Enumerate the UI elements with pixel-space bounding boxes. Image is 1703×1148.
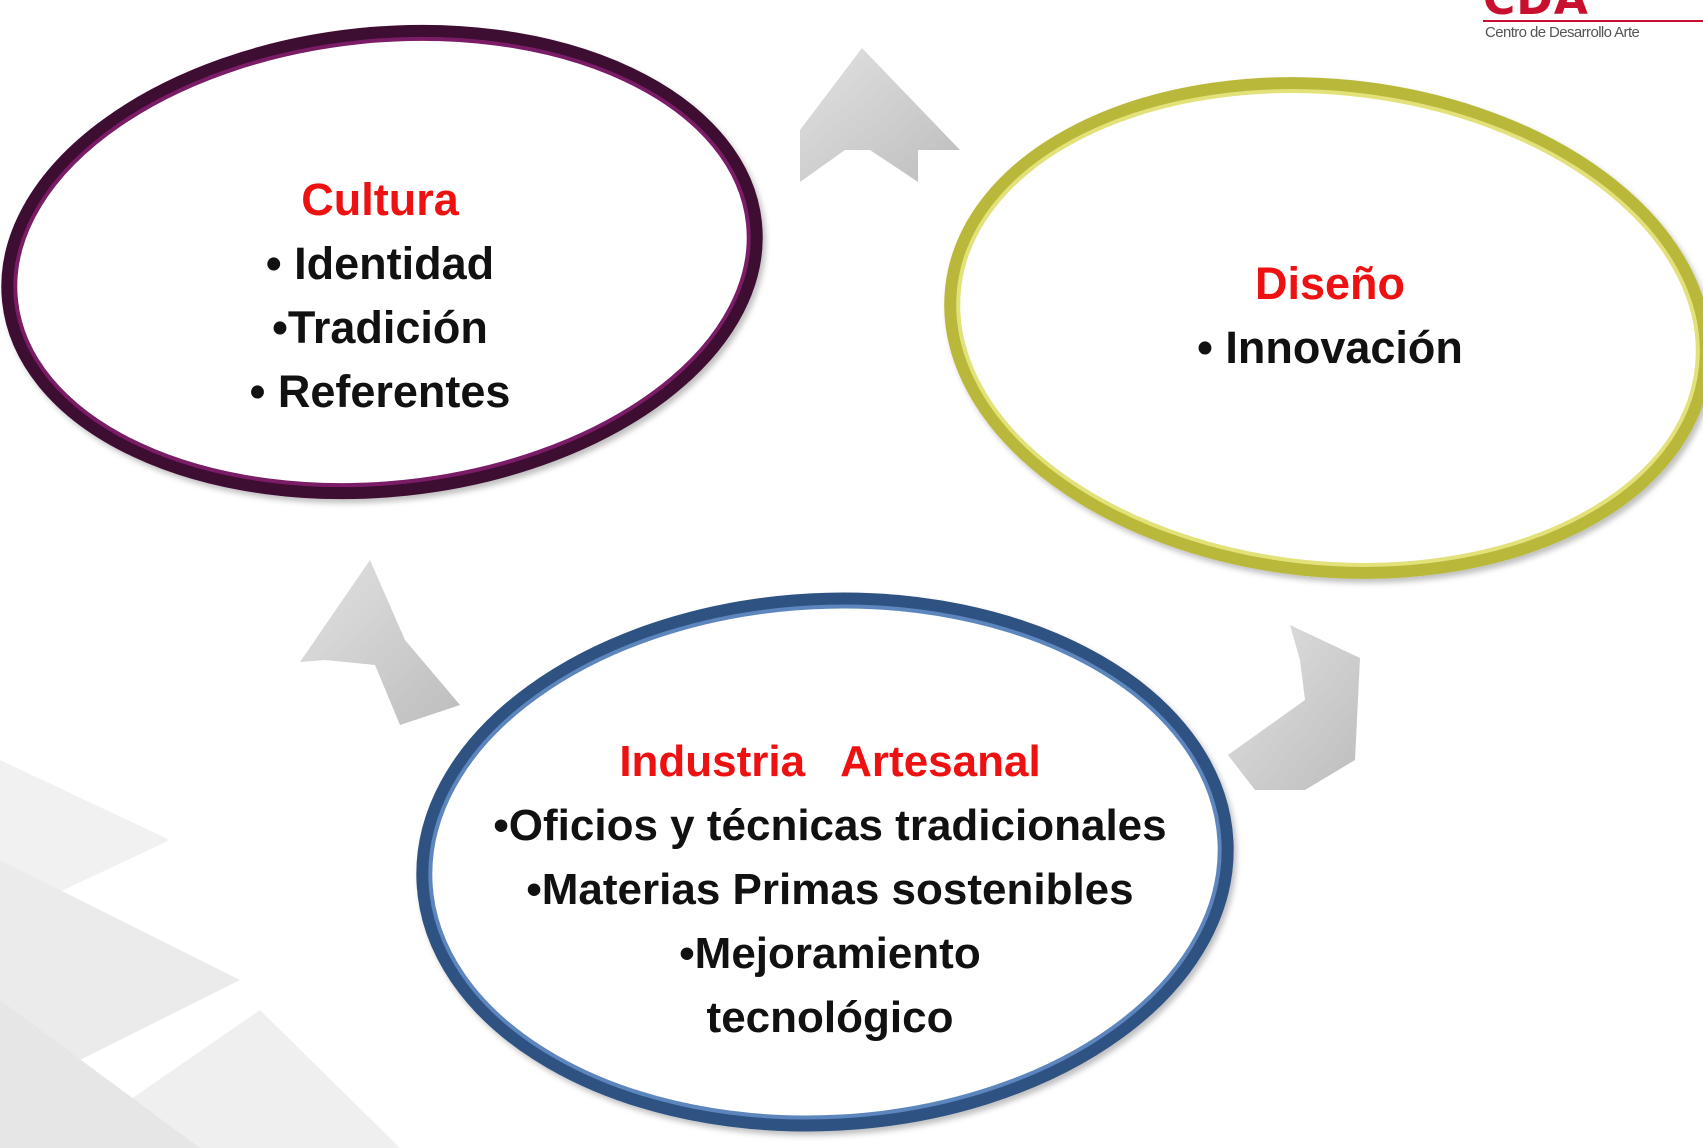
background-chevron	[0, 1000, 200, 1148]
industria-item: •Materias Primas sostenibles	[526, 865, 1134, 914]
cultura-ring	[1, 24, 763, 500]
industria-item: tecnológico	[706, 993, 954, 1042]
industria-node: Industria Artesanal •Oficios y técnicas …	[440, 730, 1220, 1050]
industria-item: •Oficios y técnicas tradicionales	[493, 801, 1167, 850]
cultura-item: • Identidad	[265, 238, 495, 289]
cultura-node: Cultura • Identidad •Tradición • Referen…	[180, 168, 580, 424]
diseno-node: Diseño • Innovación	[1140, 252, 1520, 380]
cultura-title: Cultura	[301, 174, 459, 225]
background-chevron	[0, 860, 240, 1100]
diseno-title: Diseño	[1254, 258, 1406, 309]
arrow-industria-to-cultura	[300, 560, 460, 725]
industria-ring	[416, 592, 1234, 1132]
logo-subtitle: Centro de Desarrollo Arte	[1485, 24, 1640, 41]
logo-divider	[1483, 20, 1703, 22]
industria-title: Industria Artesanal	[619, 737, 1041, 786]
diseno-item: • Innovación	[1197, 322, 1463, 373]
cultura-item: • Referentes	[249, 366, 511, 417]
background-chevron	[0, 760, 170, 920]
diseno-ring	[944, 77, 1703, 579]
arrow-diseno-to-industria	[1228, 625, 1360, 790]
logo: CDA Centro de Desarrollo Arte	[1483, 0, 1703, 48]
arrow-cultura-to-diseno	[800, 48, 960, 182]
industria-item: •Mejoramiento	[679, 929, 981, 978]
cultura-item: •Tradición	[272, 302, 488, 353]
